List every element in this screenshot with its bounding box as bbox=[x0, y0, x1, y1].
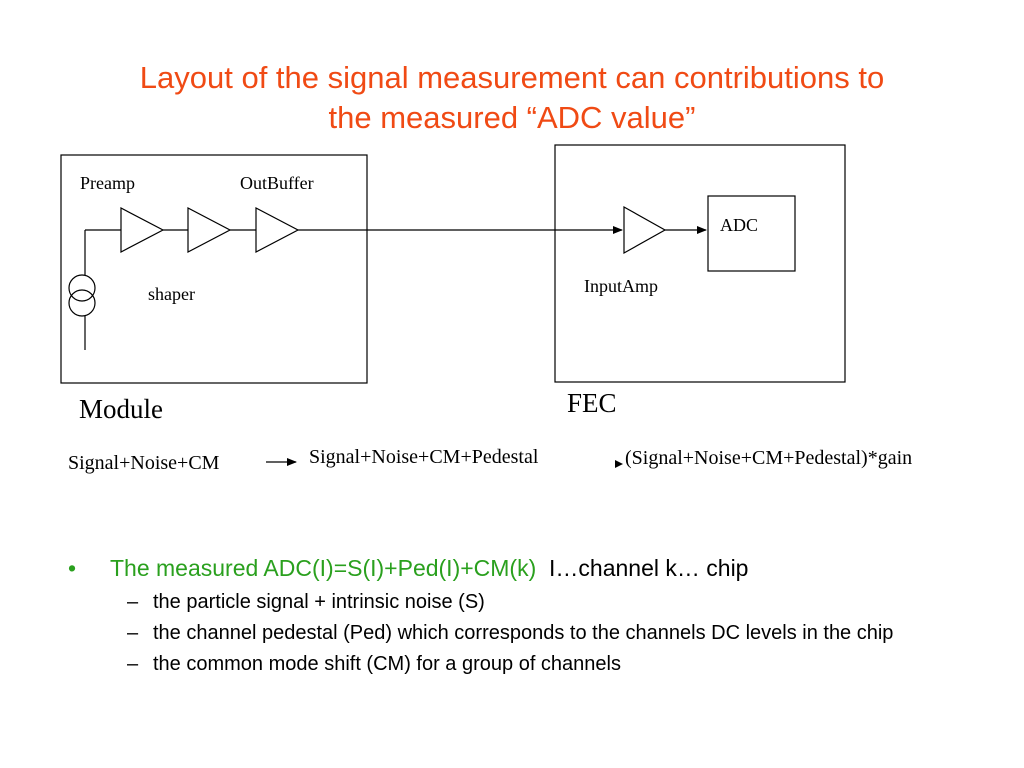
preamp-icon bbox=[120, 207, 165, 253]
adc-label: ADC bbox=[720, 215, 758, 235]
sub-bullet-marker: – bbox=[127, 622, 139, 644]
slide-title: Layout of the signal measurement can con… bbox=[60, 58, 964, 138]
flow-arrow-2 bbox=[615, 460, 623, 468]
sub-bullet: – the channel pedestal (Ped) which corre… bbox=[68, 620, 968, 646]
fec-label: FEC bbox=[567, 388, 617, 418]
sub-bullet-marker: – bbox=[127, 591, 139, 613]
sub-bullet-text: the channel pedestal (Ped) which corresp… bbox=[153, 622, 894, 644]
flow-stage-1: Signal+Noise+CM bbox=[68, 452, 220, 474]
adc-formula: The measured ADC(I)=S(I)+Ped(I)+CM(k) bbox=[110, 555, 537, 581]
outbuffer-icon bbox=[255, 207, 300, 253]
inputamp-icon bbox=[623, 205, 667, 255]
title-line-1: Layout of the signal measurement can con… bbox=[139, 60, 885, 95]
sub-bullet: – the common mode shift (CM) for a group… bbox=[68, 651, 968, 677]
current-source-icon bbox=[68, 274, 96, 317]
bullet-main: • The measured ADC(I)=S(I)+Ped(I)+CM(k) … bbox=[68, 552, 968, 584]
module-label: Module bbox=[79, 394, 163, 424]
preamp-label: Preamp bbox=[80, 173, 135, 193]
bullet-marker: • bbox=[68, 555, 77, 581]
input-wires bbox=[84, 229, 121, 350]
flow-stage-2: Signal+Noise+CM+Pedestal bbox=[309, 446, 539, 468]
sub-bullet-text: the common mode shift (CM) for a group o… bbox=[153, 653, 621, 675]
module-box bbox=[60, 154, 368, 384]
flow-stage-3: (Signal+Noise+CM+Pedestal)*gain bbox=[625, 447, 912, 469]
index-legend: I…channel k… chip bbox=[549, 555, 749, 581]
shaper-icon bbox=[187, 207, 232, 253]
sub-bullet-marker: – bbox=[127, 653, 139, 675]
bullet-list: • The measured ADC(I)=S(I)+Ped(I)+CM(k) … bbox=[68, 552, 968, 677]
fec-box bbox=[554, 144, 846, 383]
outbuffer-label: OutBuffer bbox=[240, 173, 314, 193]
inputamp-label: InputAmp bbox=[584, 276, 658, 296]
shaper-label: shaper bbox=[148, 284, 195, 304]
title-line-2: the measured “ADC value” bbox=[328, 100, 696, 135]
sub-bullet: – the particle signal + intrinsic noise … bbox=[68, 589, 968, 615]
sub-bullet-text: the particle signal + intrinsic noise (S… bbox=[153, 591, 485, 613]
adc-box bbox=[707, 195, 796, 272]
